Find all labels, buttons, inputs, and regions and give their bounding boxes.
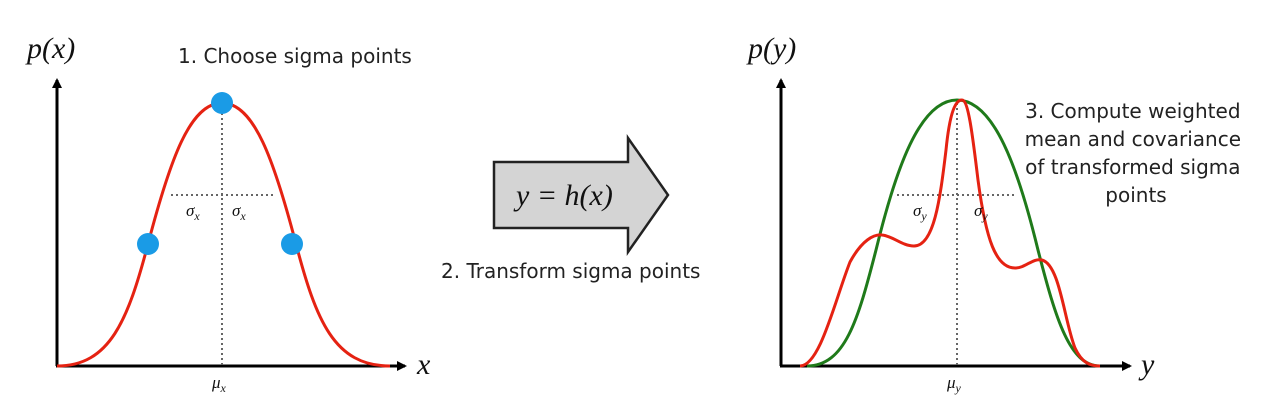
left-mean-label: μx — [211, 373, 227, 395]
step-1-label: 1. Choose sigma points — [178, 44, 412, 68]
transform-equation: y = h(x) — [513, 179, 613, 212]
right-sigma-left-label: σy — [913, 201, 927, 223]
transform-arrow-shape — [492, 134, 670, 256]
left-sigma-left-label: σx — [186, 201, 200, 223]
step-3-line-2: mean and covariance — [1025, 127, 1241, 151]
step-2-label: 2. Transform sigma points — [441, 259, 700, 283]
step-3-line-3: of transformed sigma — [1025, 155, 1240, 179]
left-x-axis-label: x — [416, 348, 431, 381]
left-panel: p(x) x σx σx μx 1. Choose sigma points — [25, 32, 431, 395]
sigma-point-right — [281, 233, 303, 255]
sigma-point-top — [211, 92, 233, 114]
left-gaussian-curve — [56, 101, 391, 368]
step-3-label: 3. Compute weighted mean and covariance … — [1025, 99, 1248, 207]
right-gaussian-fit-curve — [806, 98, 1101, 368]
left-sigma-right-label: σx — [232, 201, 246, 223]
step-3-line-1: 3. Compute weighted — [1025, 99, 1240, 123]
left-y-axis-label: p(x) — [25, 32, 75, 65]
right-x-axis-label: y — [1138, 348, 1155, 381]
right-y-axis-label: p(y) — [746, 32, 796, 65]
sigma-point-left — [137, 233, 159, 255]
step-3-line-4: points — [1105, 183, 1166, 207]
right-sigma-right-label: σy — [974, 201, 988, 223]
right-transformed-curve — [799, 98, 1101, 368]
right-mean-label: μy — [946, 373, 962, 395]
right-panel: p(y) y σy σy μy 3. Compute weighted mean… — [746, 32, 1248, 395]
transform-arrow: y = h(x) 2. Transform sigma points — [441, 134, 700, 283]
